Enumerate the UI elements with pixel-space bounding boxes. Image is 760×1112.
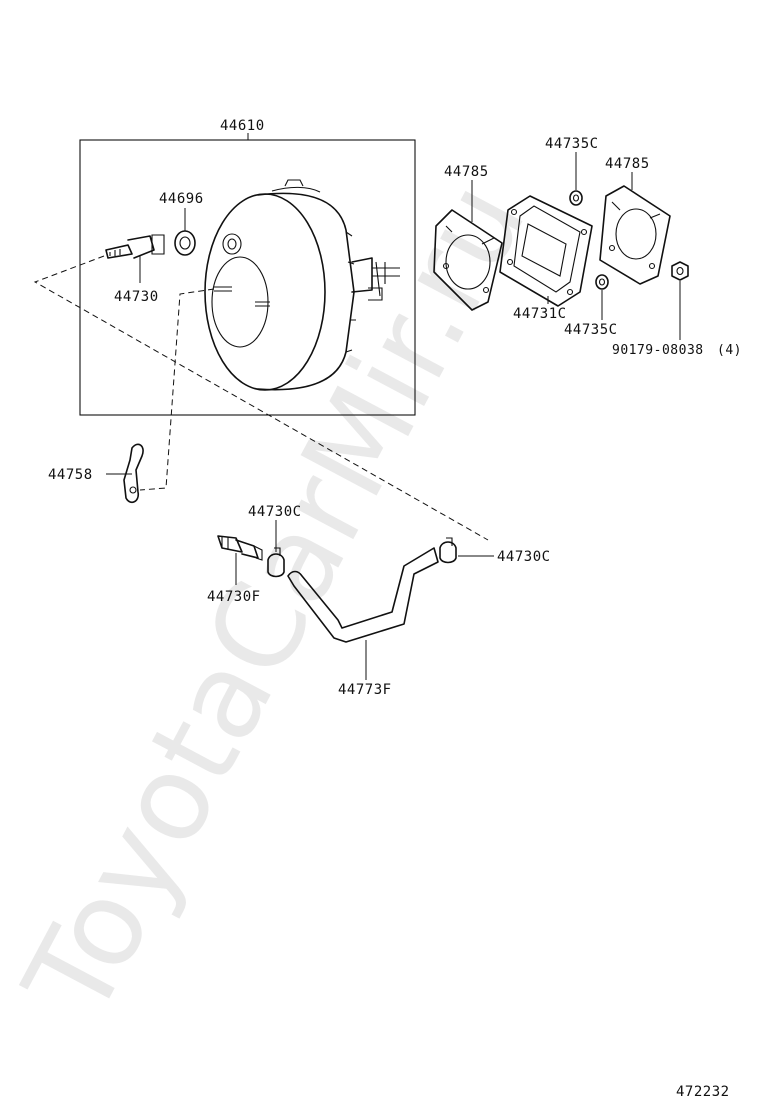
check-valve-icon (105, 234, 165, 259)
label-44758: 44758 (48, 467, 93, 483)
label-90179-08038: 90179-08038 (612, 343, 704, 358)
spacer-icon (499, 195, 593, 307)
routing-line-bracket (139, 288, 215, 491)
label-44785-left: 44785 (444, 164, 489, 180)
label-44730: 44730 (114, 289, 159, 305)
watermark-text: ToyotaCarMir.ru (0, 160, 552, 1039)
gasket-right-icon (599, 185, 671, 285)
brake-booster-icon (204, 179, 400, 391)
label-44730c-right: 44730C (497, 549, 551, 565)
nut-top-icon (569, 190, 583, 206)
label-44730f: 44730F (207, 589, 261, 605)
label-44696: 44696 (159, 191, 204, 207)
hose-clip-right-icon (439, 537, 457, 564)
union-fitting-icon (217, 535, 263, 561)
label-44730c-top: 44730C (248, 504, 302, 520)
hex-nut-icon (671, 261, 689, 281)
nut-bottom-icon (595, 274, 609, 290)
routing-line-main (33, 255, 489, 541)
label-44731c: 44731C (513, 306, 567, 322)
label-44773f: 44773F (338, 682, 392, 698)
label-44735c-top: 44735C (545, 136, 599, 152)
gasket-left-icon (433, 209, 503, 311)
bracket-icon (123, 443, 144, 504)
diagram-number: 472232 (676, 1084, 730, 1100)
label-44735c-bottom: 44735C (564, 322, 618, 338)
grommet-icon (174, 230, 196, 256)
label-quantity: (4) (717, 343, 742, 358)
label-44610: 44610 (220, 118, 265, 134)
vacuum-hose-icon (287, 547, 439, 643)
label-44785-right: 44785 (605, 156, 650, 172)
